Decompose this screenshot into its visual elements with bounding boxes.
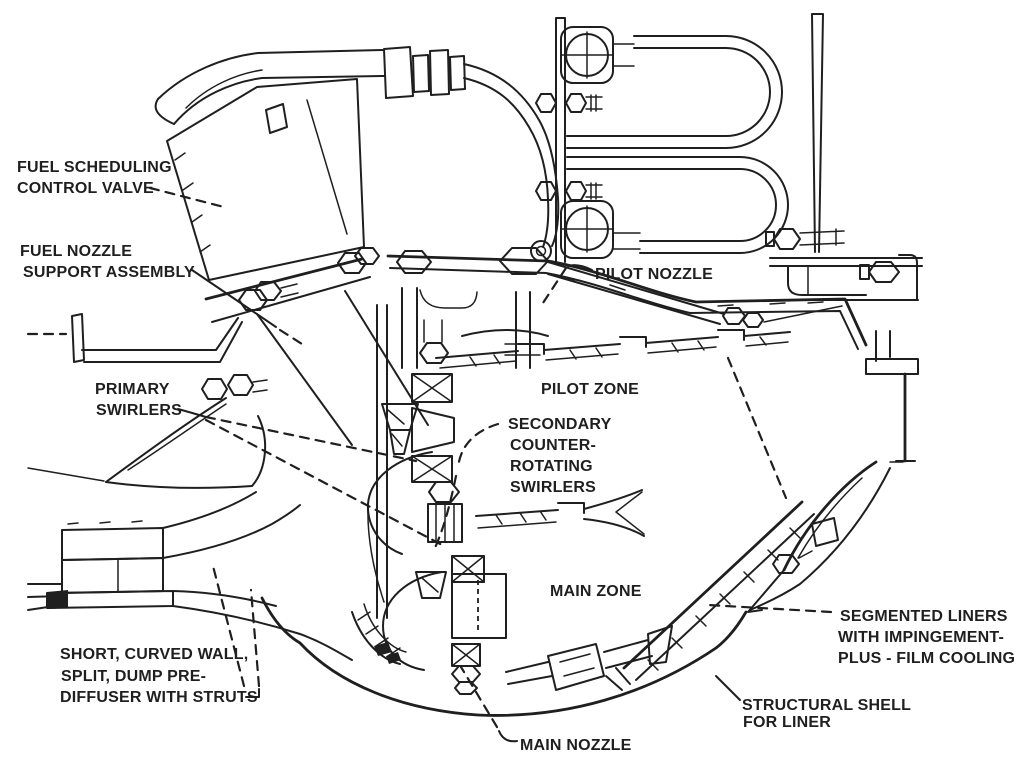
label-secondary-swirlers: SECONDARY: [508, 416, 612, 433]
label-pilot-nozzle: PILOT NOZZLE: [595, 266, 713, 283]
label-secondary-swirlers-2: COUNTER-: [510, 437, 596, 454]
label-pre-diffuser: SHORT, CURVED WALL,: [60, 646, 248, 663]
label-main-zone: MAIN ZONE: [550, 583, 642, 600]
liners-drawing: [435, 329, 904, 691]
label-fuel-nozzle-support-2: SUPPORT ASSEMBLY: [23, 264, 195, 281]
label-fuel-scheduling-control-valve-2: CONTROL VALVE: [17, 180, 154, 197]
fuel-manifold-drawing: [530, 13, 923, 301]
dome-swirlers-drawing: [351, 319, 549, 695]
label-pilot-zone: PILOT ZONE: [541, 381, 639, 398]
label-structural-shell: STRUCTURAL SHELL: [742, 697, 911, 714]
label-segmented-liners-3: PLUS - FILM COOLING: [838, 650, 1015, 667]
label-primary-swirlers-2: SWIRLERS: [96, 402, 182, 419]
label-structural-shell-2: FOR LINER: [743, 714, 831, 731]
label-pre-diffuser-2: SPLIT, DUMP PRE-: [61, 668, 206, 685]
fuel-control-valve-drawing: [154, 46, 560, 281]
leader-lines: [148, 186, 833, 743]
label-segmented-liners: SEGMENTED LINERS: [840, 608, 1008, 625]
label-pre-diffuser-3: DIFFUSER WITH STRUTS: [60, 689, 258, 706]
label-segmented-liners-2: WITH IMPINGEMENT-: [838, 629, 1004, 646]
pre-diffuser-drawing: [26, 313, 353, 661]
valve-flange-drawing: [204, 247, 380, 323]
label-main-nozzle: MAIN NOZZLE: [520, 737, 632, 754]
label-primary-swirlers: PRIMARY: [95, 381, 170, 398]
label-secondary-swirlers-4: SWIRLERS: [510, 479, 596, 496]
label-secondary-swirlers-3: ROTATING: [510, 458, 593, 475]
labels: FUEL SCHEDULING CONTROL VALVE FUEL NOZZL…: [17, 159, 1015, 754]
label-fuel-nozzle-support: FUEL NOZZLE: [20, 243, 132, 260]
outer-shell-drawing: [260, 596, 748, 717]
label-fuel-scheduling-control-valve: FUEL SCHEDULING: [17, 159, 172, 176]
combustor-case-drawing: [386, 247, 919, 463]
